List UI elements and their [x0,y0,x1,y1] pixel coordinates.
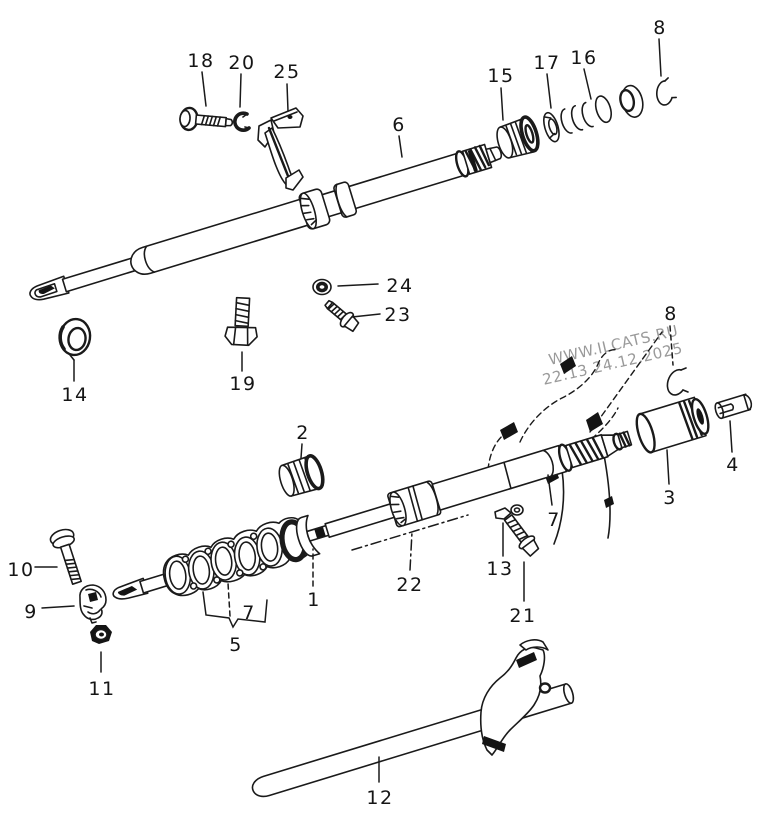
leader-8-top [658,38,662,77]
part-17-washer [543,111,560,143]
tube-bracket [479,639,552,756]
part-16-spring [560,95,613,134]
callout-5: 5 [229,634,243,656]
callout-1: 1 [307,589,321,611]
callout-4: 4 [726,454,740,476]
part-11-nut [90,625,112,644]
callout-2: 2 [296,422,310,444]
part-9-clamp [79,584,107,624]
upper-shaft-collar [298,181,358,230]
part-13-clip [494,504,524,520]
callout-9: 9 [24,601,38,623]
part-24-washer [312,278,332,296]
callout-16: 16 [570,47,597,69]
leader-7-right [547,474,553,506]
leader-17 [546,73,552,109]
part-15-bearing [496,115,540,159]
leader-24 [337,283,379,287]
leader-15 [500,87,504,121]
callout-18: 18 [187,50,214,72]
part-18-bolt [179,106,234,132]
bracket-5 [202,591,268,629]
callout-14: 14 [61,384,88,406]
part-21-bolt [503,514,540,557]
callout-19: 19 [229,373,256,395]
part-8-snap-ring [656,77,677,106]
callout-7-left: 7 [242,602,256,624]
leader-18 [201,71,207,107]
leader-3 [666,449,670,485]
callout-25: 25 [273,61,300,83]
part-19-bolt [224,296,258,347]
callout-20: 20 [228,52,255,74]
part-1-cap [295,514,321,557]
part-8-snap-ring-mid [666,367,689,396]
middle-shaft-spline [564,430,633,469]
callout-22: 22 [396,574,423,596]
leader-6 [398,135,403,158]
leader-4 [729,420,733,453]
middle-shaft-assembly [112,393,753,600]
callout-15: 15 [487,65,514,87]
part-4-pin [714,393,753,420]
leader-7-left [227,582,231,617]
callout-21: 21 [509,605,536,627]
leader-2 [300,443,303,459]
callout-11: 11 [88,678,115,700]
leader-23 [351,313,381,318]
callout-10: 10 [7,559,34,581]
callout-3: 3 [663,487,677,509]
part-23-screw [324,299,360,333]
part-10-bolt [49,528,82,585]
callout-labels: 18 20 25 6 15 17 16 8 24 23 19 14 8 2 4 … [7,17,740,809]
leader-20 [239,73,242,108]
bearing-cup [619,84,644,118]
leader-8-mid [669,325,674,366]
upper-shaft-tube [130,194,322,275]
callout-12: 12 [366,787,393,809]
callout-13: 13 [486,558,513,580]
upper-shaft-spline [461,143,503,175]
part-5-coupling [162,516,312,597]
leader-lines [34,38,733,783]
leader-9 [41,605,75,609]
leader-22 [409,531,413,571]
callout-6: 6 [392,114,406,136]
part-20-clip [233,111,251,132]
leader-16 [583,68,592,100]
callout-23: 23 [384,304,411,326]
callout-7-right: 7 [547,509,561,531]
callout-17: 17 [533,52,560,74]
leader-25 [286,83,289,112]
callout-8-mid: 8 [664,303,678,325]
callout-24: 24 [386,275,413,297]
upper-shaft-assembly [29,77,677,301]
part-2-bearing [278,454,325,497]
part-25-lever [257,107,304,191]
callout-8-top: 8 [653,17,667,39]
part-3-cylinder [635,396,710,454]
part-14-ring [58,317,92,361]
